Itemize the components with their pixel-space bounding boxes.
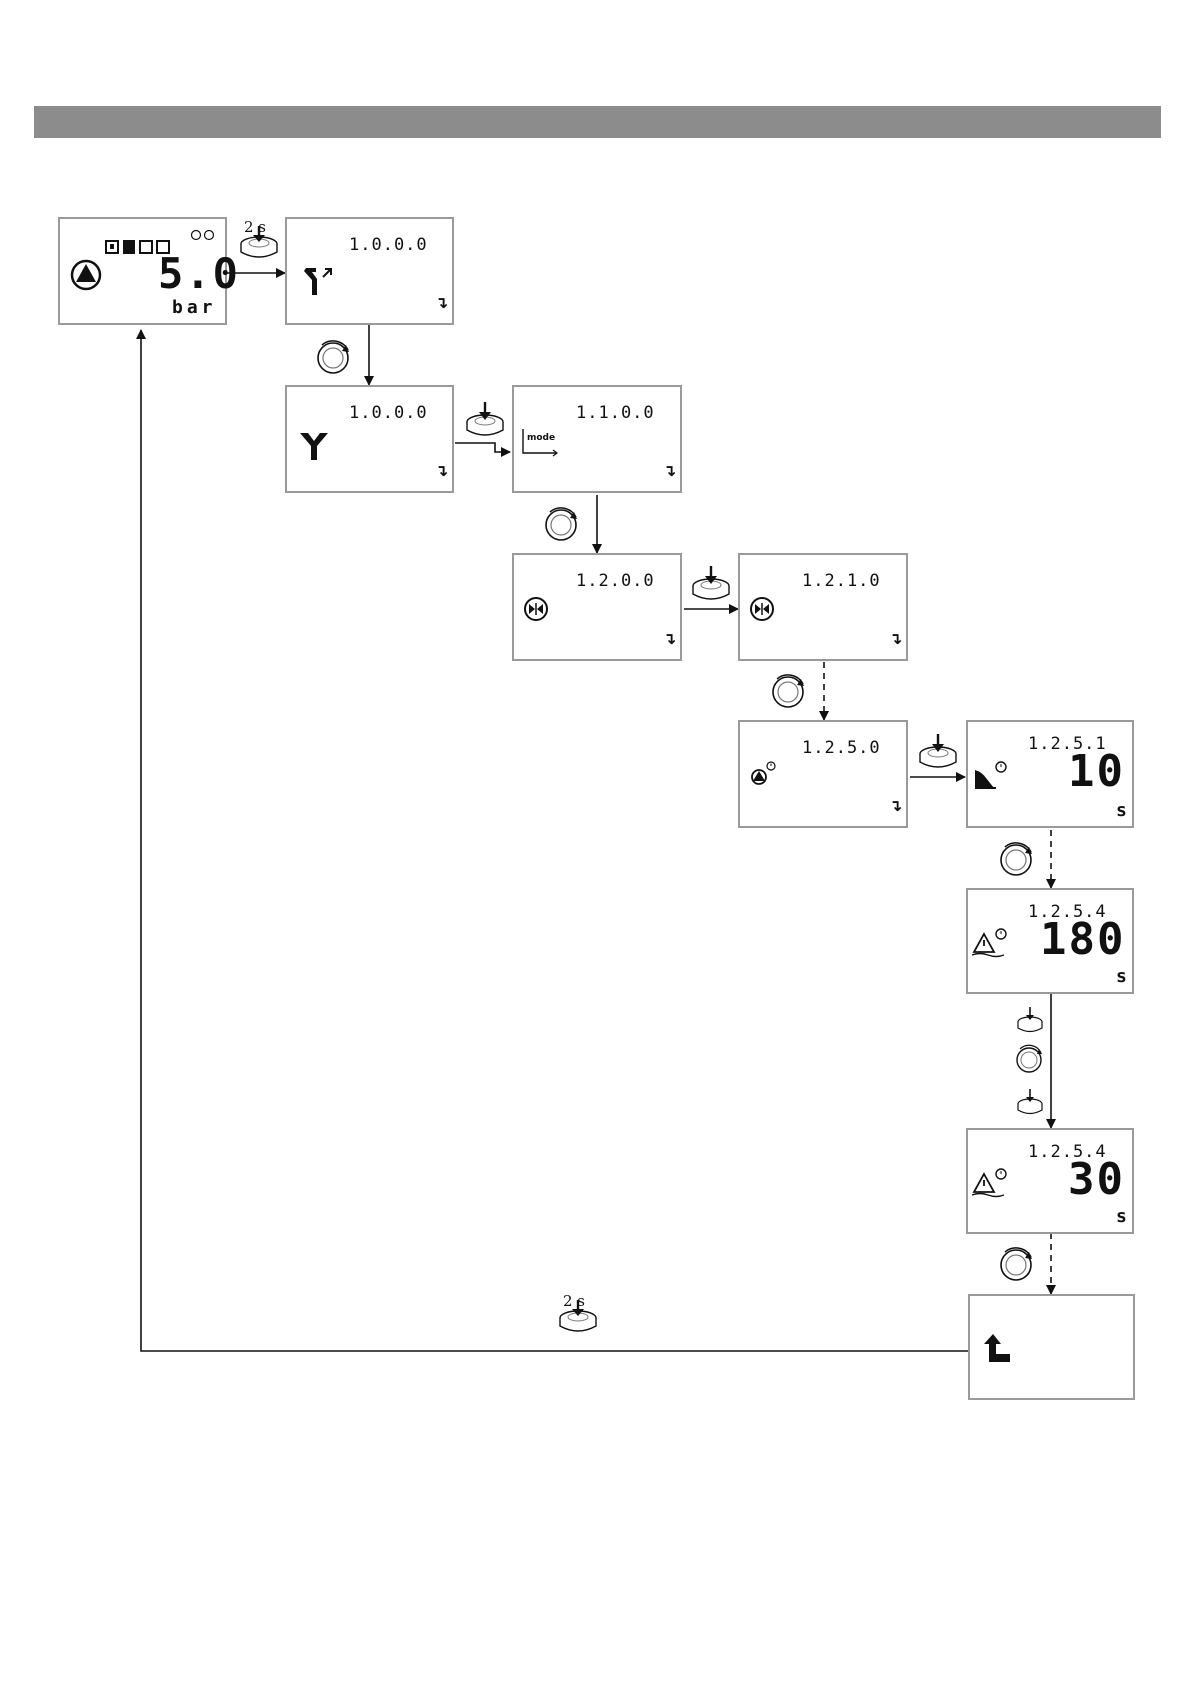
screen-1210: 1.2.1.0 ↴ [738, 553, 908, 661]
rotate-knob-icon [313, 336, 355, 378]
screen-code: 1.1.0.0 [576, 403, 655, 423]
enter-icon: ↴ [435, 461, 448, 480]
screen-1000-top: 1.0.0.0 ↴ [285, 217, 454, 325]
screen-1250: 1.2.5.0 ↴ [738, 720, 908, 828]
enter-icon: ↴ [663, 629, 676, 648]
valve-icon [522, 595, 550, 623]
screen-1200: 1.2.0.0 ↴ [512, 553, 682, 661]
rotate-knob-icon [541, 503, 583, 545]
press-knob-icon [688, 564, 734, 604]
press-knob-small-icon [1014, 1086, 1046, 1118]
dry-run-timer-icon [972, 926, 1010, 960]
enter-icon: ↴ [435, 293, 448, 312]
press-knob-small-icon [1014, 1004, 1046, 1036]
back-arrow-icon [982, 1332, 1012, 1366]
rotate-knob-icon [996, 838, 1038, 880]
home-unit: bar [172, 297, 217, 318]
screen-1254-a: 1.2.5.4 180 s [966, 888, 1134, 994]
press-knob-icon [915, 732, 961, 772]
screen-code: 1.2.1.0 [802, 571, 881, 591]
rotate-knob-icon [996, 1243, 1038, 1285]
start-delay-icon [972, 758, 1010, 792]
value-display: 180 [1040, 918, 1125, 962]
enter-icon: ↴ [889, 629, 902, 648]
value-unit: s [1116, 966, 1131, 987]
home-value: 5.0 [158, 253, 240, 295]
value-unit: s [1116, 1206, 1131, 1227]
value-unit: s [1116, 800, 1131, 821]
screen-1254-b: 1.2.5.4 30 s [966, 1128, 1134, 1234]
rotate-knob-icon [768, 670, 810, 712]
press-knob-icon [462, 400, 508, 440]
value-display: 10 [1068, 750, 1125, 794]
valve-icon [748, 595, 776, 623]
press-knob-icon [236, 222, 282, 262]
mode-label: mode [527, 433, 555, 443]
screen-home: 5.0 bar [58, 217, 227, 325]
screen-code: 1.2.0.0 [576, 571, 655, 591]
value-display: 30 [1068, 1158, 1125, 1202]
screen-code: 1.0.0.0 [349, 403, 428, 423]
clock-icons [190, 229, 218, 241]
dry-run-timer-icon [972, 1166, 1010, 1200]
screen-code: 1.0.0.0 [349, 235, 428, 255]
arrow-press-1 [455, 443, 510, 452]
rotate-knob-small-icon [1013, 1042, 1047, 1076]
screen-code: 1.2.5.0 [802, 738, 881, 758]
pump-icon [66, 255, 106, 295]
screen-1251: 1.2.5.1 10 s [966, 720, 1134, 828]
screen-1100: 1.1.0.0 mode ↴ [512, 385, 682, 493]
enter-icon: ↴ [663, 461, 676, 480]
screen-1000-bottom: 1.0.0.0 ↴ [285, 385, 454, 493]
enter-icon: ↴ [889, 796, 902, 815]
menu-split-expand-icon [301, 265, 335, 299]
pump-timer-icon [748, 758, 778, 788]
menu-split-icon [297, 429, 331, 463]
press-knob-icon [555, 1296, 601, 1336]
screen-back [968, 1294, 1135, 1400]
